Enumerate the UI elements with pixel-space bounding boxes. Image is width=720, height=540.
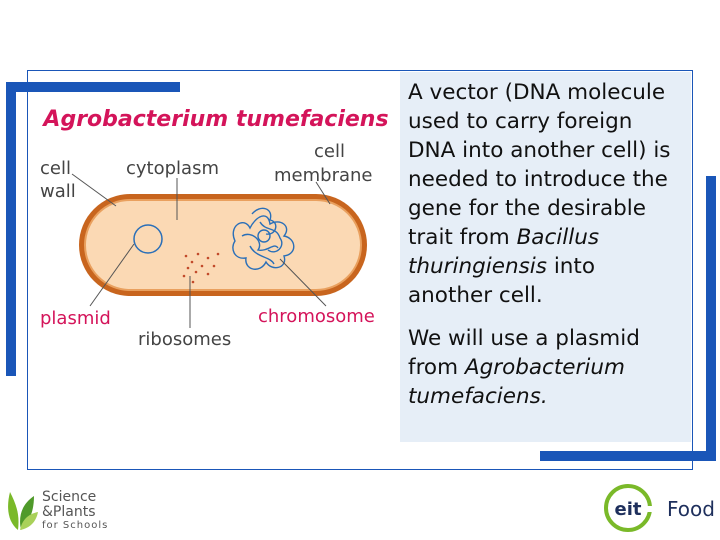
logo-science: Science [42, 489, 96, 505]
logo-eit-mark: eit [615, 499, 642, 520]
label-cytoplasm: cytoplasm [126, 158, 219, 179]
label-cell-wall-2: wall [40, 181, 76, 202]
vector-paragraph: A vector (DNA molecule used to carry for… [408, 78, 683, 310]
bottom-right-accent-bar [540, 451, 716, 461]
logo-plants: &Plants [42, 504, 95, 520]
label-cell-membrane-1: cell [314, 141, 345, 162]
explanation-panel: A vector (DNA molecule used to carry for… [400, 72, 691, 442]
eit-food-logo: eit Food [595, 480, 720, 540]
cell-wall-leader [72, 174, 116, 206]
bacterium-diagram: Agrobacterium tumefaciens cell wall cyto… [30, 96, 400, 360]
plasmid-paragraph: We will use a plasmid from Agrobacterium… [408, 324, 683, 411]
right-accent-bar [706, 176, 716, 461]
logo-for-schools: for Schools [42, 520, 108, 531]
diagram-title: Agrobacterium tumefaciens [41, 107, 388, 132]
label-cell-wall-1: cell [40, 158, 71, 179]
label-chromosome: chromosome [258, 306, 375, 327]
left-accent-bar [6, 82, 16, 376]
leaf-icon [8, 492, 38, 530]
label-ribosomes: ribosomes [138, 329, 231, 350]
science-plants-logo: Science &Plants for Schools [4, 486, 124, 532]
label-cell-membrane-2: membrane [274, 165, 372, 186]
cell-membrane [85, 200, 361, 290]
logo-food: Food [667, 497, 715, 521]
label-plasmid: plasmid [40, 308, 111, 329]
top-left-accent-bar [6, 82, 180, 92]
